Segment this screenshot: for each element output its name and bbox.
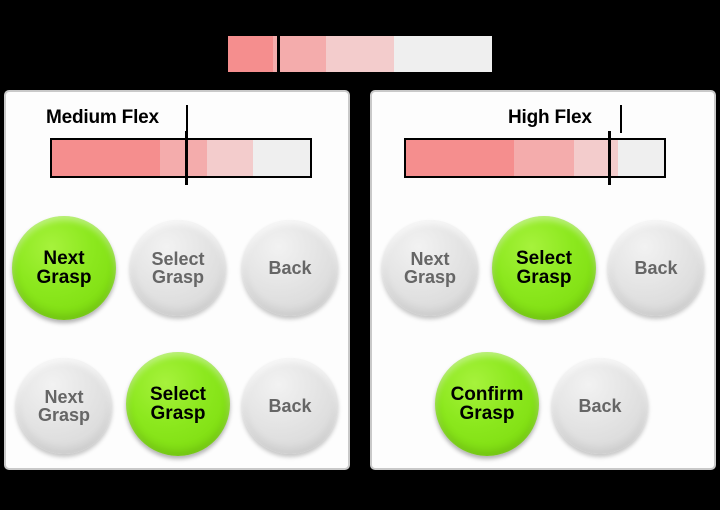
button-back-left-row1[interactable]: Back — [242, 220, 338, 316]
bar-segment-seg-4 — [617, 140, 664, 176]
bar-segment-seg-2 — [514, 140, 574, 176]
button-label-line1: Back — [578, 395, 622, 416]
button-label-line2: Grasp — [459, 403, 515, 424]
button-label-line1: Next — [410, 248, 450, 269]
panel-label-tick-left — [186, 105, 188, 133]
bar-segment-seg-2 — [160, 140, 207, 176]
button-label-line1: Next — [44, 386, 84, 407]
button-confirm-grasp-right-row2[interactable]: Confirm Grasp — [435, 352, 539, 456]
bar-segment-seg-3 — [206, 140, 254, 176]
button-next-grasp-left-row2[interactable]: Next Grasp — [16, 358, 112, 454]
button-label-line2: Grasp — [150, 403, 206, 424]
flex-overview-bar — [228, 36, 492, 72]
button-label-line2: Grasp — [403, 267, 457, 287]
bar-segment-no-flex-zone — [394, 36, 492, 72]
bar-segment-seg-4 — [253, 140, 310, 176]
flex-bar-medium — [50, 138, 312, 178]
button-select-grasp-left-row1[interactable]: Select Grasp — [130, 220, 226, 316]
flex-bar-marker-high — [608, 131, 612, 185]
button-back-right-row2[interactable]: Back — [552, 358, 648, 454]
button-label-line1: Back — [268, 395, 312, 416]
bar-segment-high-flex-zone — [228, 36, 273, 72]
button-label-line2: Grasp — [36, 267, 92, 288]
panel-label-high-flex: High Flex — [508, 107, 592, 128]
button-label-line1: Back — [268, 257, 312, 278]
flex-bar-marker-medium — [184, 131, 188, 185]
button-label-line1: Next — [43, 247, 85, 269]
button-select-grasp-left-row2[interactable]: Select Grasp — [126, 352, 230, 456]
bar-segment-seg-1 — [52, 140, 161, 176]
bar-segment-medium-flex-zone — [272, 36, 326, 72]
button-label-line1: Select — [151, 248, 205, 269]
bar-segment-seg-1 — [406, 140, 515, 176]
button-label-line1: Select — [150, 383, 206, 405]
bar-segment-low-flex-zone — [325, 36, 395, 72]
flex-overview-marker — [276, 36, 280, 72]
button-label-line1: Confirm — [450, 383, 524, 405]
button-back-left-row2[interactable]: Back — [242, 358, 338, 454]
panel-label-medium-flex: Medium Flex — [46, 107, 159, 128]
button-label-line1: Back — [634, 257, 678, 278]
button-next-grasp-right-row1[interactable]: Next Grasp — [382, 220, 478, 316]
button-label-line2: Grasp — [151, 267, 204, 287]
button-label-line2: Grasp — [37, 405, 91, 425]
flex-bar-high — [404, 138, 666, 178]
button-next-grasp-left-row1[interactable]: Next Grasp — [12, 216, 116, 320]
panel-label-tick-right — [620, 105, 622, 133]
button-back-right-row1[interactable]: Back — [608, 220, 704, 316]
button-select-grasp-right-row1[interactable]: Select Grasp — [492, 216, 596, 320]
button-label-line1: Select — [516, 247, 572, 269]
button-label-line2: Grasp — [516, 267, 572, 288]
